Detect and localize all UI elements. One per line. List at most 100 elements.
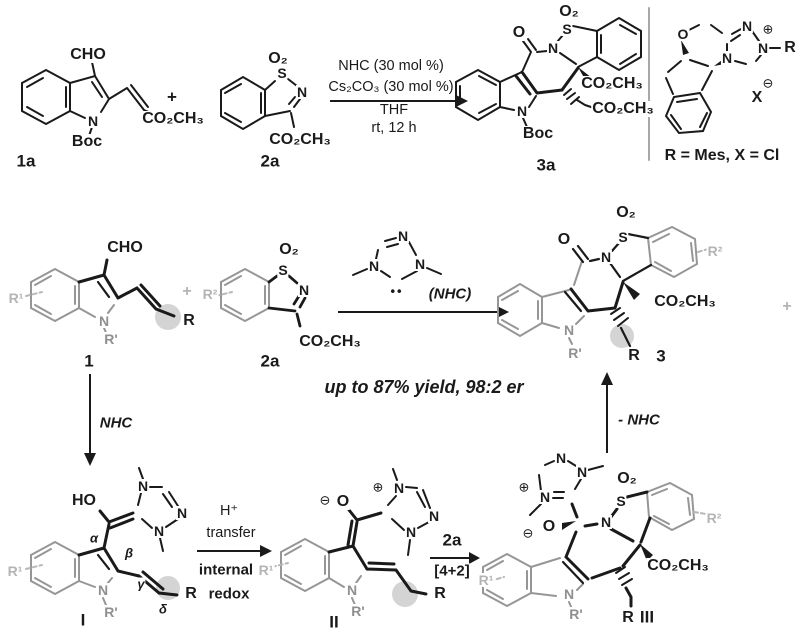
- r2-2a-mid: R²: [201, 286, 219, 302]
- structure-2a-top: [220, 75, 301, 131]
- highlight-circle: [155, 304, 181, 330]
- n3-catalyst: N: [720, 50, 734, 66]
- highlight-circle: [392, 581, 418, 607]
- ester-3: CO₂CH₃: [653, 293, 717, 310]
- r1-ii: R¹: [257, 562, 275, 578]
- r1-i: R¹: [6, 563, 24, 579]
- n1-iii: N: [554, 450, 568, 466]
- num-1a: 1a: [15, 151, 37, 171]
- structure-3: [497, 225, 709, 348]
- r-iii: R: [621, 609, 635, 626]
- plus-top: +: [166, 87, 178, 107]
- n-2a-top: N: [295, 84, 309, 100]
- o2-3a: O₂: [558, 3, 580, 20]
- r2-3: R²: [706, 243, 724, 259]
- n4-i: N: [96, 582, 110, 598]
- n2-iii: N: [575, 464, 589, 480]
- n1-3: N: [599, 249, 613, 265]
- boc-1a: Boc: [70, 133, 104, 150]
- carbene-dots: ••: [390, 283, 404, 299]
- plus-right: +: [781, 298, 793, 315]
- cycloaddition-label: [4+2]: [433, 562, 471, 580]
- ester-1a: CO₂CH₃: [141, 110, 205, 127]
- r-1: R: [182, 312, 196, 329]
- condition-line3: THF: [378, 101, 410, 118]
- n2-3a: N: [515, 103, 529, 119]
- o2-2a-top: O₂: [267, 50, 289, 67]
- r2-iii: R²: [705, 510, 723, 526]
- arrow-main: [338, 306, 509, 318]
- s-2a-top: S: [276, 65, 288, 81]
- n5-iii: N: [562, 586, 576, 602]
- ester-iii: CO₂CH₃: [646, 557, 710, 574]
- r-ii: R: [433, 585, 447, 602]
- ester-2a-top: CO₂CH₃: [268, 131, 332, 148]
- gamma-i: γ: [136, 576, 146, 592]
- catalyst-legend: R = Mes, X = Cl: [663, 147, 781, 164]
- x-catalyst: X: [750, 89, 764, 106]
- n1-catalyst: N: [740, 18, 754, 34]
- n2-3: N: [562, 322, 576, 338]
- num-2a-top: 2a: [259, 151, 281, 171]
- n4-ii: N: [345, 582, 359, 598]
- structure-catalyst: [648, 7, 781, 161]
- nhc-down-label: NHC: [98, 414, 134, 432]
- n1-carbene: N: [396, 228, 410, 244]
- ester2-3a: CO₂CH₃: [591, 100, 655, 117]
- arrow-cycloaddition: [430, 552, 480, 564]
- r-3: R: [627, 347, 641, 364]
- transfer-label: transfer: [205, 524, 257, 541]
- r-i: R: [184, 585, 198, 602]
- arrow-2a-label: 2a: [441, 530, 463, 550]
- ho-i: HO: [71, 492, 97, 509]
- structure-1: [25, 258, 176, 336]
- n2-catalyst: N: [756, 40, 770, 56]
- rprime-i: R': [103, 604, 119, 620]
- structure-II: [271, 468, 431, 606]
- condition-line1: NHC (30 mol %): [337, 57, 445, 74]
- o-3a: O: [511, 24, 527, 41]
- num-i: I: [79, 610, 87, 630]
- condition-line4: rt, 12 h: [370, 119, 418, 136]
- num-iii: III: [638, 607, 656, 627]
- redox-label: redox: [207, 585, 251, 603]
- num-ii: II: [328, 612, 340, 632]
- structure-nhc-carbene: [352, 237, 442, 280]
- beta-i: β: [123, 545, 135, 561]
- n4-iii: N: [599, 514, 613, 530]
- r1-iii: R¹: [477, 572, 495, 588]
- o-catalyst: O: [676, 26, 690, 42]
- s-3: S: [617, 229, 629, 245]
- structure-3a: [455, 16, 642, 128]
- h-plus: H⁺: [218, 502, 240, 519]
- n3-ii: N: [404, 524, 418, 540]
- arrow-nhc-down: [84, 374, 96, 466]
- rprime-iii: R': [568, 606, 584, 622]
- n1-3a: N: [546, 40, 560, 56]
- alpha-i: α: [88, 530, 100, 546]
- n1-i: N: [136, 478, 150, 494]
- rprime-1: R': [103, 331, 119, 347]
- nhc-label: (NHC): [427, 285, 473, 303]
- num-3a: 3a: [535, 155, 557, 175]
- condition-line2: Cs₂CO₃ (30 mol %): [327, 78, 455, 95]
- s-3a: S: [561, 21, 573, 37]
- o2-3: O₂: [615, 204, 637, 221]
- structure-I: [25, 467, 179, 606]
- plus-charge-catalyst: ⊕: [762, 21, 774, 37]
- cho-1: CHO: [106, 239, 144, 256]
- r1-1: R¹: [7, 290, 25, 306]
- ester-2a-mid: CO₂CH₃: [298, 333, 362, 350]
- cho-1a: CHO: [69, 46, 107, 63]
- arrow-h-transfer: [197, 545, 272, 557]
- n-2a-mid: N: [297, 282, 311, 298]
- boc-3a: Boc: [521, 125, 555, 142]
- minus-charge-catalyst: ⊖: [762, 75, 774, 91]
- n2-ii: N: [427, 508, 441, 524]
- n2-carbene: N: [367, 258, 381, 274]
- minus-ii: ⊖: [319, 492, 331, 508]
- o-ii: O: [335, 493, 351, 510]
- structure-2a-mid: [215, 267, 307, 328]
